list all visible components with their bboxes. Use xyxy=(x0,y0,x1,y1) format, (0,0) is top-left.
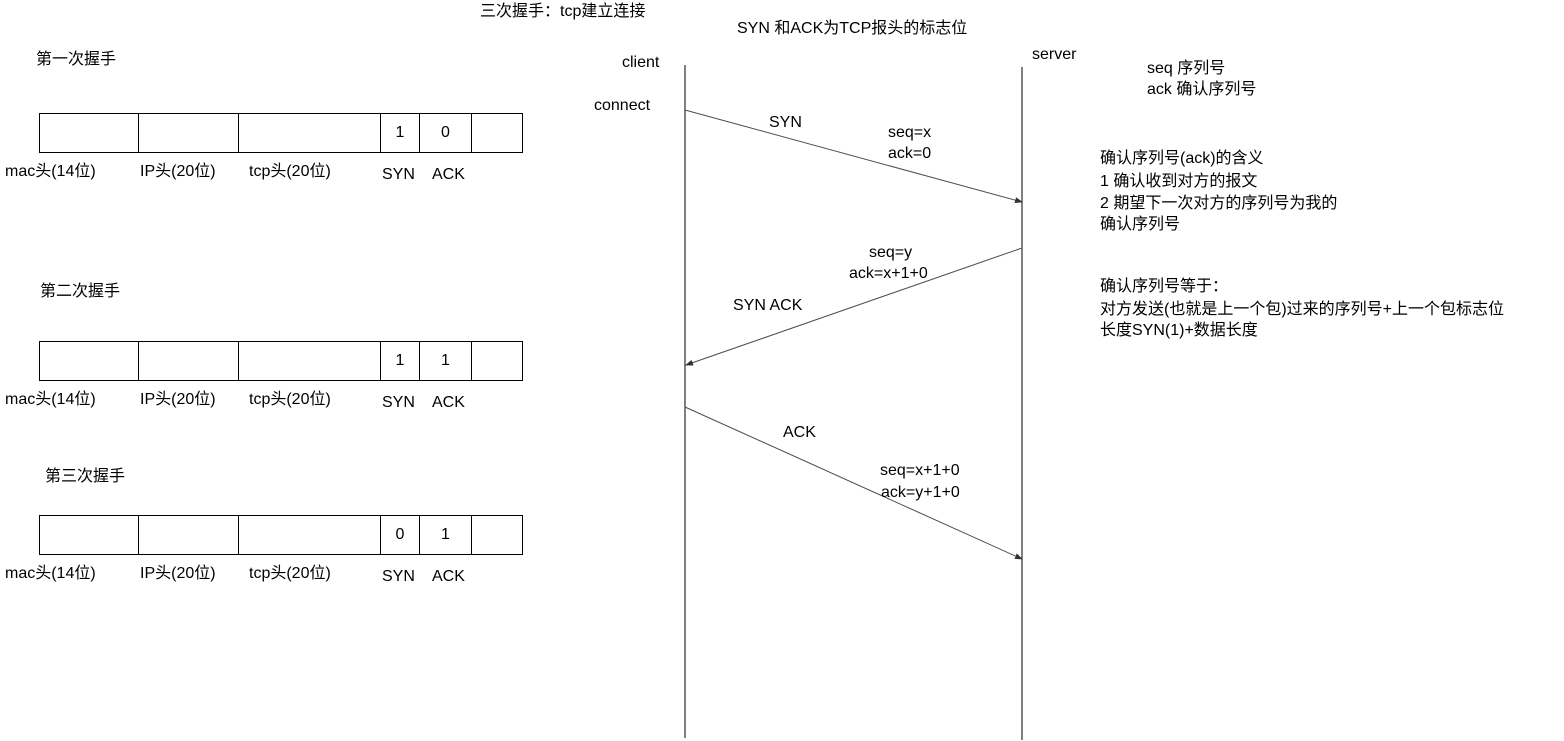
mac-header-label: mac头(14位) xyxy=(5,163,96,180)
note-ack-equals-line: 长度SYN(1)+数据长度 xyxy=(1100,322,1258,339)
handshake-title: 第二次握手 xyxy=(40,283,121,300)
mac-header-cell xyxy=(39,113,139,153)
handshake-title: 第三次握手 xyxy=(45,468,126,485)
message-param-label: seq=x+1+0 xyxy=(880,462,960,479)
tcp-header-label: tcp头(20位) xyxy=(249,391,331,408)
syn-flag-cell: 1 xyxy=(381,113,420,153)
ack-label: ACK xyxy=(432,568,465,585)
data-cell xyxy=(472,113,523,153)
tcp-header-label: tcp头(20位) xyxy=(249,163,331,180)
ip-header-label: IP头(20位) xyxy=(140,565,216,582)
ip-header-cell xyxy=(139,341,239,381)
packet-diagram: 0 1 xyxy=(39,515,523,555)
message-param-label: ack=y+1+0 xyxy=(881,484,960,501)
legend-seq: seq 序列号 xyxy=(1147,60,1226,77)
ack-flag-cell: 0 xyxy=(420,113,472,153)
tcp-header-label: tcp头(20位) xyxy=(249,565,331,582)
diagram-subtitle: SYN 和ACK为TCP报头的标志位 xyxy=(737,20,968,37)
tcp-header-cell xyxy=(239,341,381,381)
mac-header-label: mac头(14位) xyxy=(5,565,96,582)
server-label: server xyxy=(1032,46,1077,63)
message-param-label: ack=0 xyxy=(888,145,932,162)
note-ack-meaning-line: 确认序列号(ack)的含义 xyxy=(1100,150,1264,167)
legend-ack: ack 确认序列号 xyxy=(1147,81,1257,98)
packet-diagram: 1 0 xyxy=(39,113,523,153)
ack-flag-cell: 1 xyxy=(420,515,472,555)
note-ack-meaning-line: 1 确认收到对方的报文 xyxy=(1100,173,1258,190)
mac-header-cell xyxy=(39,341,139,381)
diagram-title: 三次握手：tcp建立连接 xyxy=(480,3,646,20)
message-param-label: ack=x+1+0 xyxy=(849,265,928,282)
ip-header-cell xyxy=(139,515,239,555)
syn-message-arrow xyxy=(684,109,1023,204)
note-ack-equals-line: 确认序列号等于： xyxy=(1100,278,1229,295)
syn-ack-message-arrow xyxy=(685,247,1023,366)
message-flag-label: SYN xyxy=(769,114,802,131)
ack-label: ACK xyxy=(432,394,465,411)
data-cell xyxy=(472,515,523,555)
mac-header-label: mac头(14位) xyxy=(5,391,96,408)
handshake-title: 第一次握手 xyxy=(36,51,117,68)
ip-header-label: IP头(20位) xyxy=(140,163,216,180)
syn-flag-cell: 1 xyxy=(381,341,420,381)
client-label: client xyxy=(622,54,660,71)
ack-flag-cell: 1 xyxy=(420,341,472,381)
syn-label: SYN xyxy=(382,568,415,585)
message-param-label: seq=x xyxy=(888,124,932,141)
tcp-header-cell xyxy=(239,113,381,153)
message-param-label: seq=y xyxy=(869,244,913,261)
syn-label: SYN xyxy=(382,166,415,183)
packet-diagram: 1 1 xyxy=(39,341,523,381)
data-cell xyxy=(472,341,523,381)
connect-label: connect xyxy=(594,97,651,114)
syn-flag-cell: 0 xyxy=(381,515,420,555)
ip-header-cell xyxy=(139,113,239,153)
ip-header-label: IP头(20位) xyxy=(140,391,216,408)
tcp-header-cell xyxy=(239,515,381,555)
note-ack-meaning-line: 确认序列号 xyxy=(1100,216,1181,233)
note-ack-equals-line: 对方发送(也就是上一个包)过来的序列号+上一个包标志位 xyxy=(1100,301,1505,318)
ack-label: ACK xyxy=(432,166,465,183)
ack-message-arrow xyxy=(684,406,1023,560)
syn-label: SYN xyxy=(382,394,415,411)
message-flag-label: ACK xyxy=(783,424,816,441)
mac-header-cell xyxy=(39,515,139,555)
note-ack-meaning-line: 2 期望下一次对方的序列号为我的 xyxy=(1100,195,1338,212)
message-flag-label: SYN ACK xyxy=(733,297,803,314)
